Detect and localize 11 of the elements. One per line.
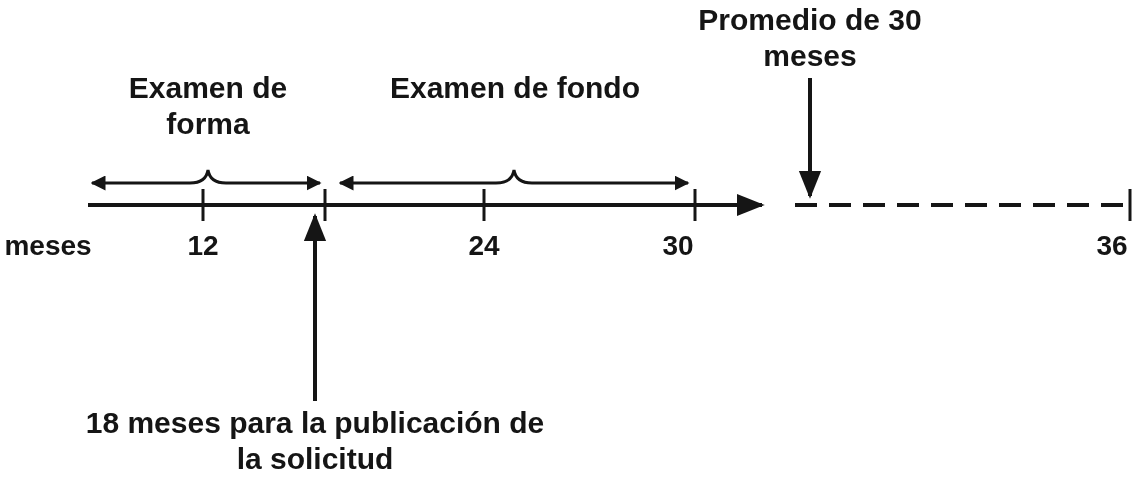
timeline-label: Promedio de 30 meses [650,2,970,74]
timeline-label: 18 meses para la publicación de la solicitud [80,405,550,477]
tick-label: 30 [662,230,694,262]
tick-label: 12 [187,230,219,262]
tick-label: 36 [1096,230,1128,262]
timeline-label: Examen de fondo [385,70,645,106]
tick-label: 24 [468,230,500,262]
axis-unit: meses [4,230,92,262]
arrow [303,213,327,401]
arrow [798,78,822,199]
timeline-label: Examen de forma [88,70,328,142]
